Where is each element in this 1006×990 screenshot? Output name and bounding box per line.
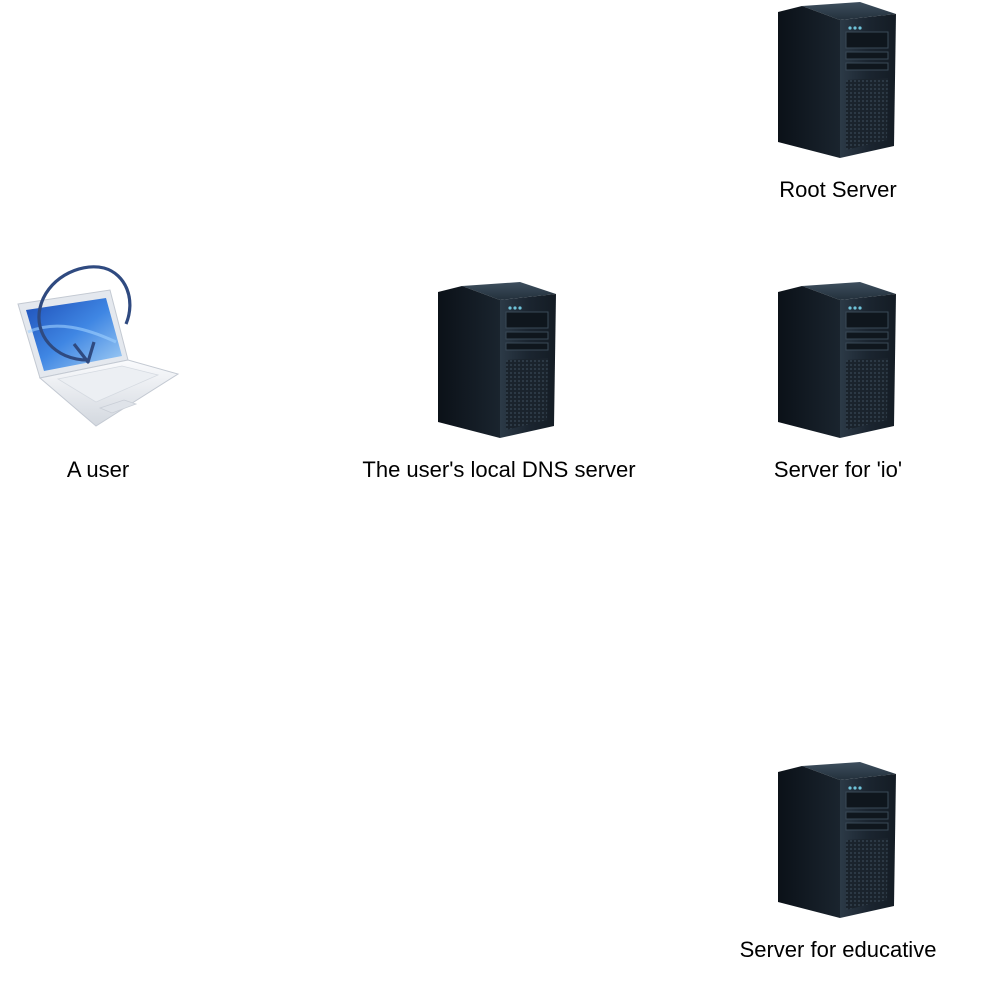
server-tower-icon <box>778 760 898 920</box>
local-dns-server-label: The user's local DNS server <box>362 457 636 482</box>
user-label: A user <box>66 457 130 482</box>
server-tower-icon <box>778 280 898 440</box>
server-tower-icon <box>438 280 558 440</box>
educative-server-label: Server for educative <box>739 937 937 962</box>
io-server-label: Server for 'io' <box>773 457 903 482</box>
root-server-label: Root Server <box>779 177 897 202</box>
laptop-icon <box>16 262 182 432</box>
server-tower-icon <box>778 0 898 160</box>
